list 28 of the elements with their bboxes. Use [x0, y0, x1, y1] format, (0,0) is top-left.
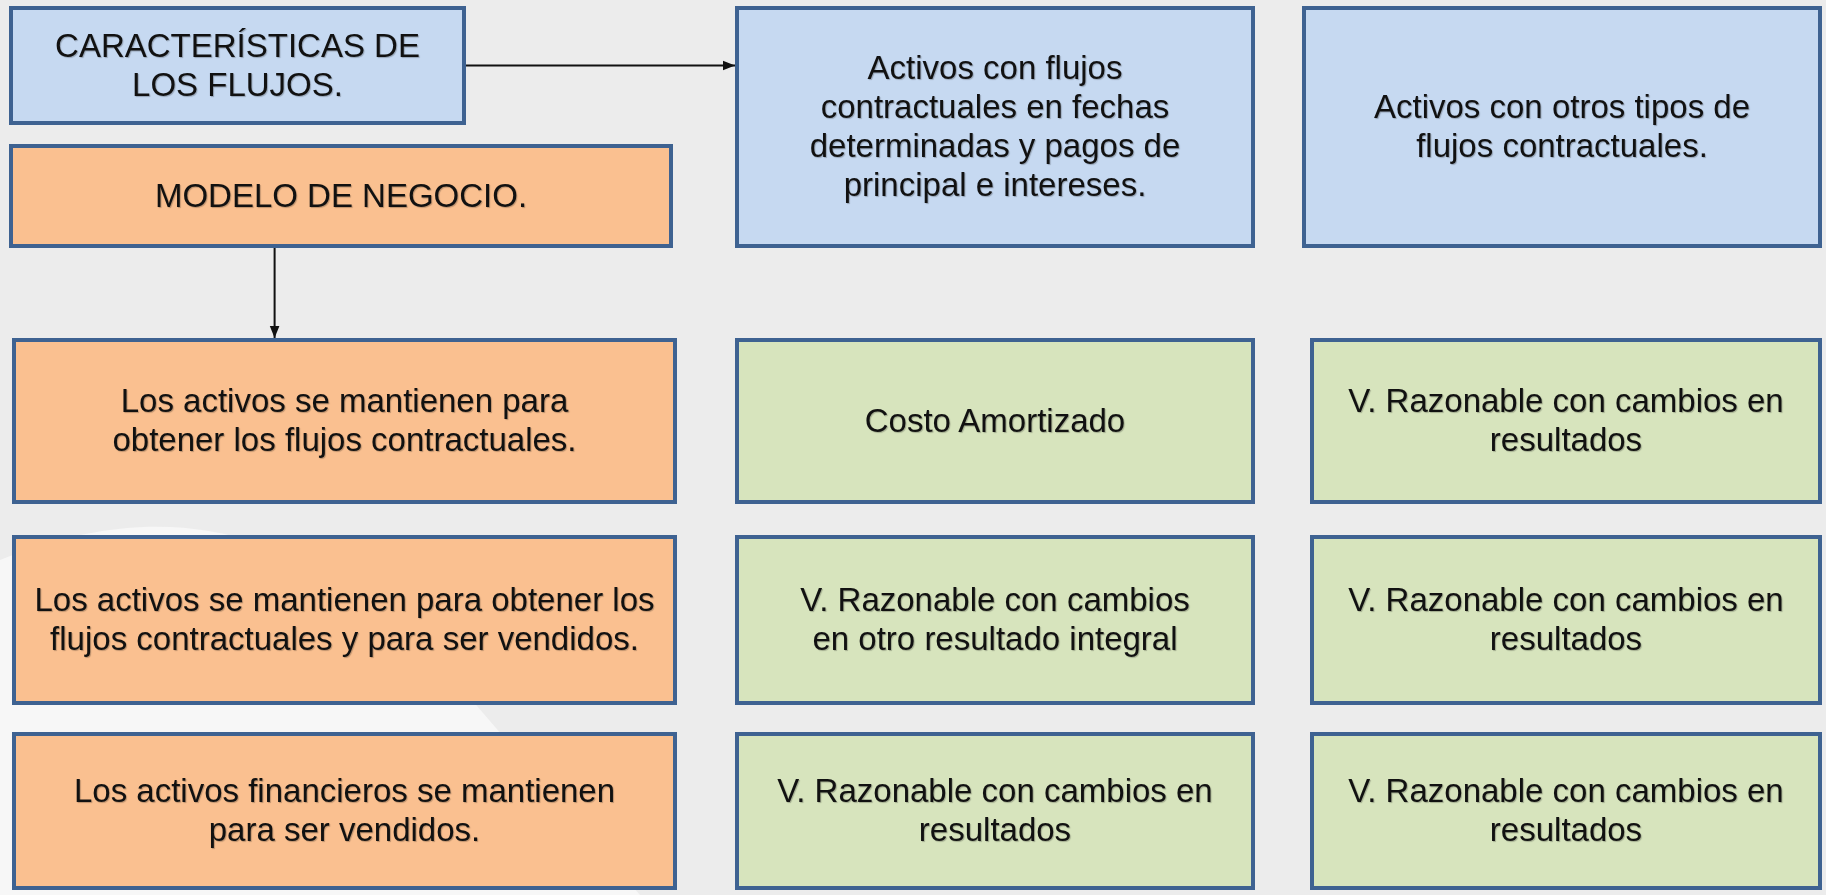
arrow	[269, 247, 280, 339]
business-model-box	[12, 535, 677, 705]
flow-characteristic-box	[1302, 6, 1822, 248]
business-model-box	[9, 144, 673, 248]
flow-characteristic-box	[735, 6, 1255, 248]
measurement-box	[735, 338, 1255, 504]
measurement-box	[1310, 535, 1822, 705]
box-text: Los activos se mantienen para obtener los flujos contractuales.	[111, 382, 578, 460]
measurement-box	[735, 732, 1255, 890]
box-text: Costo Amortizado	[864, 401, 1126, 441]
box-text: V. Razonable con cambios en resultados	[1347, 581, 1785, 659]
box-text: Los activos se mantienen para obtener los flujos contractuales y para ser vendidos.	[33, 581, 656, 659]
arrow	[465, 60, 736, 71]
box-text: Activos con otros tipos de flujos contractuales.	[1373, 88, 1751, 166]
box-text: V. Razonable con cambios en otro resultado integral	[799, 581, 1191, 659]
box-text: CARACTERÍSTICAS DE LOS FLUJOS.	[54, 26, 421, 105]
box-text: V. Razonable con cambios en resultados	[776, 772, 1214, 850]
measurement-box	[1310, 338, 1822, 504]
box-text: Los activos financieros se mantienen para ser vendidos.	[72, 772, 617, 850]
measurement-box	[735, 535, 1255, 705]
box-text: V. Razonable con cambios en resultados	[1347, 772, 1785, 850]
box-text: MODELO DE NEGOCIO.	[154, 176, 528, 216]
business-model-box	[12, 338, 677, 504]
box-text: V. Razonable con cambios en resultados	[1347, 382, 1785, 460]
flow-characteristic-box	[9, 6, 466, 125]
business-model-box	[12, 732, 677, 890]
measurement-box	[1310, 732, 1822, 890]
box-text: Activos con flujos contractuales en fechas determinadas y pagos de principal e intereses.	[808, 49, 1182, 205]
